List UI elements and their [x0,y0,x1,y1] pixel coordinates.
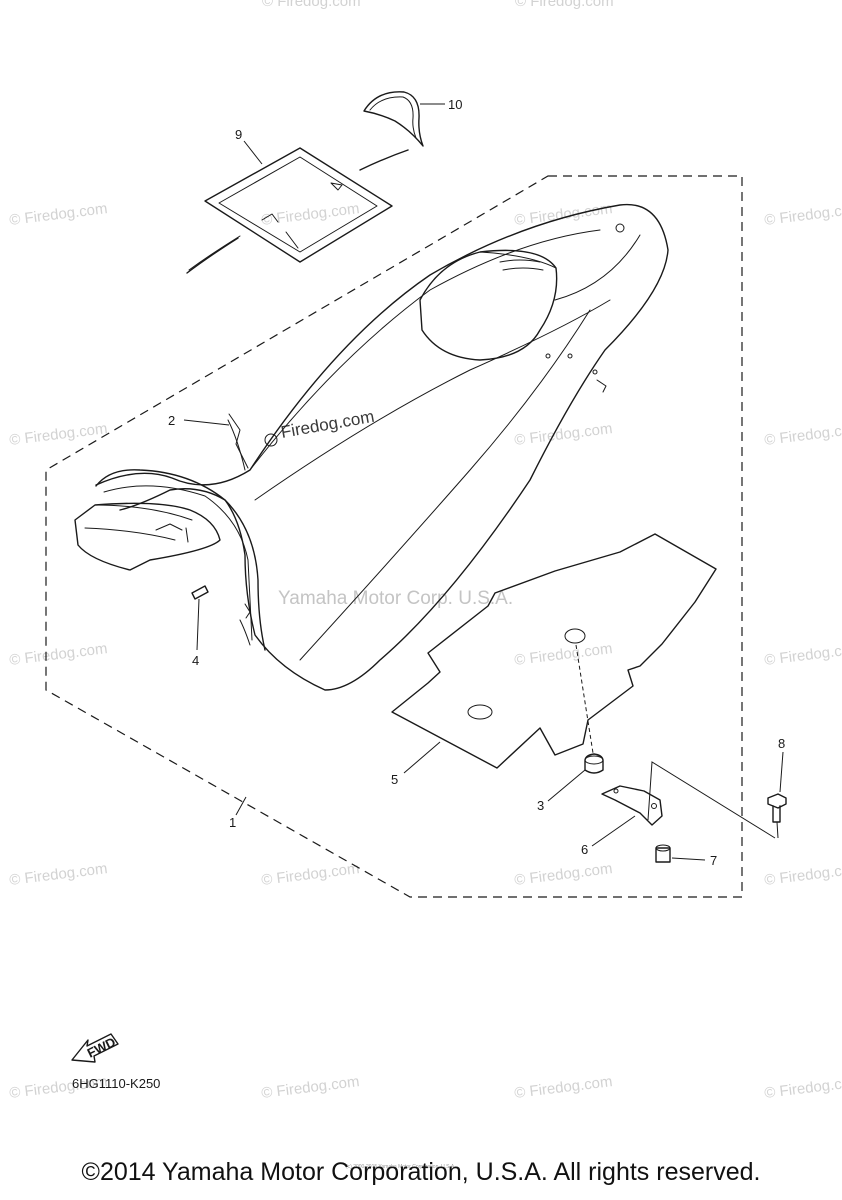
callout-2: 2 [168,413,175,428]
part-7-nut [655,844,671,863]
watermark: © Firedog.com [763,860,842,889]
callout-6: 6 [581,842,588,857]
callout-9: 9 [235,127,242,142]
mat-hole [564,628,586,644]
tiny-copyright-note: (c) 2000-2015 Yamaha Motor Corporation, … [346,1164,456,1170]
watermark: © Firedog.com [763,420,842,449]
watermark: © Firedog.com [8,860,108,889]
watermark: © Firedog.com [8,200,108,229]
part-6-bracket [601,785,663,826]
watermark-mark [264,433,278,447]
watermark: © Firedog.com [513,1073,613,1102]
leader-5 [403,741,441,774]
part-4-clip [191,585,209,600]
copyright-notice: ©2014 Yamaha Motor Corporation, U.S.A. A… [81,1158,761,1186]
watermark: © Firedog.com [260,1073,360,1102]
part-2-hook [228,413,249,469]
part-5-mat [391,533,717,769]
callout-10: 10 [448,97,462,112]
watermark: © Firedog.com [513,860,613,889]
callout-4: 4 [192,653,199,668]
callout-8: 8 [778,736,785,751]
watermark: © Firedog.com [763,200,842,229]
fwd-arrow-icon: FWD [71,1033,119,1063]
assembly-boundary [45,175,743,898]
part-3-grommet [575,644,604,774]
part-8-bolt [647,761,787,839]
watermark-layer: © Firedog.com © Firedog.com © Firedog.co… [8,0,842,1102]
watermark: © Firedog.com [763,640,842,669]
part-1-seat [74,203,669,691]
watermark-on-part: Firedog.com [279,407,375,442]
leader-4 [196,598,200,651]
watermark: © Firedog.com [260,860,360,889]
callout-7: 7 [710,853,717,868]
fwd-label: FWD [85,1034,118,1060]
watermark: © Firedog.com [8,640,108,669]
watermark: © Firedog.com [513,420,613,449]
leader-3 [547,769,586,802]
leader-9 [243,140,263,165]
watermark: © Firedog.com [515,0,614,10]
leader-2 [183,419,230,426]
leader-1 [235,796,247,816]
diagram-code: 6HG1110-K250 [72,1076,160,1091]
watermark-publisher: Yamaha Motor Corp. U.S.A. [278,588,513,609]
watermark: © Firedog.com [8,420,108,449]
part-9-seat-frame [186,147,409,274]
leader-6 [591,815,636,847]
part-10-piping [363,91,424,147]
callout-1: 1 [229,815,236,830]
leader-7 [671,857,706,861]
watermark: © Firedog.com [262,0,361,10]
watermark: © Firedog.com [513,200,613,229]
watermark: © Firedog.com [763,1073,842,1102]
callout-3: 3 [537,798,544,813]
callout-5: 5 [391,772,398,787]
leader-8 [779,751,784,793]
mat-hole [467,704,493,720]
watermark: © Firedog.com [513,640,613,669]
